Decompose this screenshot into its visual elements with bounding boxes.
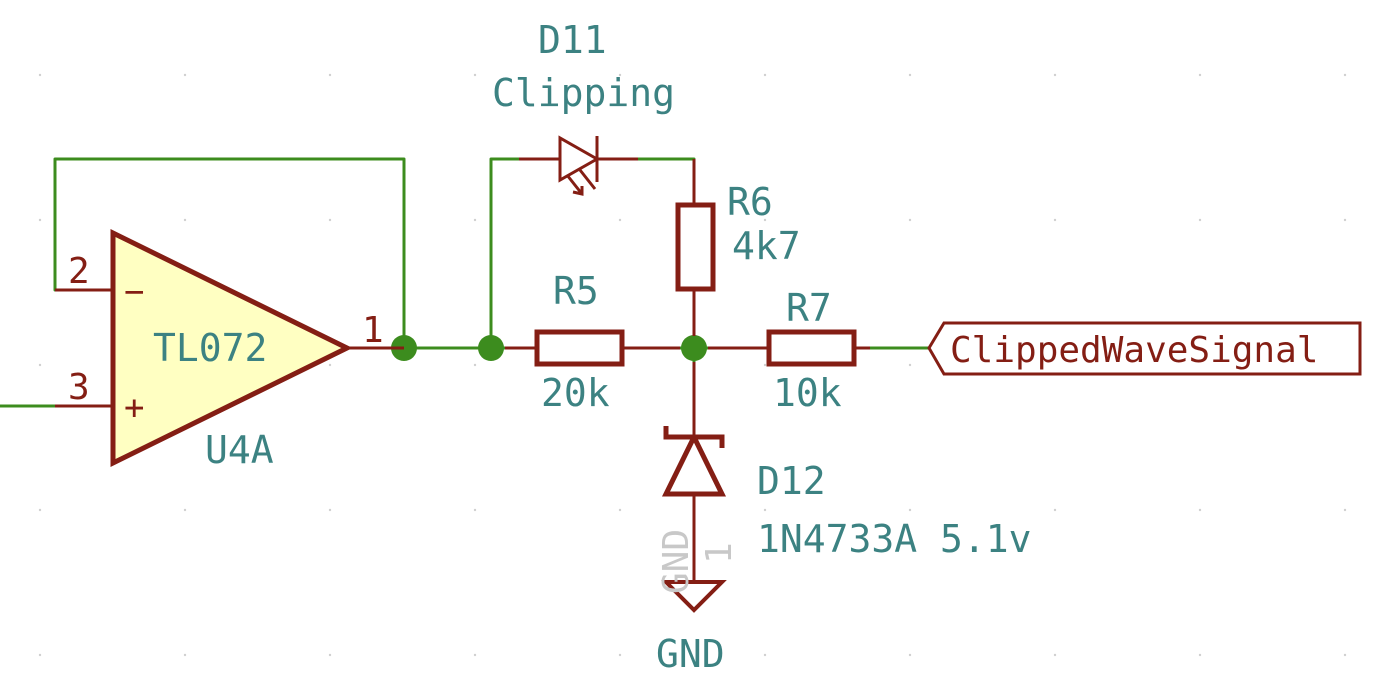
d11-light-arrows-icon xyxy=(565,169,597,196)
junction-center-node[interactable] xyxy=(681,335,707,361)
ground-ghost-name: GND xyxy=(656,529,697,594)
grid-dot xyxy=(1343,653,1347,657)
grid-dot xyxy=(908,73,912,77)
grid-dot xyxy=(763,218,767,222)
grid-dot xyxy=(908,363,912,367)
ground-ghost-pin: 1 xyxy=(699,542,740,564)
d12-value: 1N4733A 5.1v xyxy=(757,517,1032,561)
resistor-r5[interactable]: R5 20k xyxy=(505,269,680,415)
ground-label: GND xyxy=(656,632,725,676)
grid-dot xyxy=(908,508,912,512)
grid-dot xyxy=(1053,73,1057,77)
grid-dot xyxy=(618,653,622,657)
opamp-noninv-sign: + xyxy=(124,388,144,428)
grid-dot xyxy=(1198,73,1202,77)
grid-dot xyxy=(38,508,42,512)
opamp-reference: U4A xyxy=(205,428,274,472)
grid-dot xyxy=(1343,73,1347,77)
grid-dot xyxy=(1053,508,1057,512)
r7-value: 10k xyxy=(773,371,842,415)
grid-dot xyxy=(328,73,332,77)
grid-dot xyxy=(328,508,332,512)
net-label-text: ClippedWaveSignal xyxy=(950,330,1318,371)
opamp-pin-out-number: 1 xyxy=(362,310,384,351)
d11-triangle xyxy=(558,135,601,183)
r6-reference: R6 xyxy=(727,180,773,224)
grid-dot xyxy=(473,363,477,367)
grid-dot xyxy=(328,653,332,657)
opamp-pin-noninv-number: 3 xyxy=(68,367,90,408)
r6-body xyxy=(675,202,716,292)
grid-dot xyxy=(1198,508,1202,512)
grid-dot xyxy=(1198,653,1202,657)
grid-dot xyxy=(38,73,42,77)
grid-dot xyxy=(763,653,767,657)
grid-dot xyxy=(183,73,187,77)
grid-dot xyxy=(183,508,187,512)
diode-d11[interactable]: D11 Clipping xyxy=(492,18,675,196)
opamp-triangle xyxy=(110,228,353,468)
resistor-r6[interactable]: R6 4k7 xyxy=(675,159,801,336)
opamp-u4a[interactable]: 2 3 1 − + TL072 U4A xyxy=(55,228,404,472)
wire-d11-to-r6[interactable] xyxy=(636,157,696,191)
net-label-clippedwavesignal[interactable]: ClippedWaveSignal xyxy=(927,321,1362,376)
grid-dot xyxy=(763,73,767,77)
r5-reference: R5 xyxy=(553,269,599,313)
grid-dot xyxy=(763,508,767,512)
opamp-pin-inv-number: 2 xyxy=(68,251,90,292)
d12-triangle xyxy=(661,431,727,497)
grid-dot xyxy=(38,218,42,222)
r6-value: 4k7 xyxy=(732,224,801,268)
ground-symbol[interactable]: GND 1 GND xyxy=(656,529,740,676)
grid-dot xyxy=(38,363,42,367)
grid-dot xyxy=(473,508,477,512)
grid-dot xyxy=(908,218,912,222)
grid-dot xyxy=(473,218,477,222)
wire-feedback[interactable] xyxy=(53,157,406,350)
junctions xyxy=(391,335,707,361)
r5-body xyxy=(534,329,625,367)
opamp-value: TL072 xyxy=(153,326,267,370)
d11-value: Clipping xyxy=(492,71,675,115)
grid-dot xyxy=(38,653,42,657)
grid-dot xyxy=(1053,653,1057,657)
r7-body xyxy=(766,329,857,367)
grid-dot xyxy=(618,73,622,77)
grid-dot xyxy=(183,653,187,657)
ground-triangle-icon xyxy=(661,580,727,613)
diode-d12[interactable]: D12 1N4733A 5.1v xyxy=(661,362,1032,582)
junction-d11-branch[interactable] xyxy=(478,335,504,361)
grid-dot xyxy=(473,653,477,657)
grid-dot xyxy=(618,508,622,512)
grid-dot xyxy=(1198,218,1202,222)
grid-dot xyxy=(328,363,332,367)
grid-dot xyxy=(1343,508,1347,512)
d12-reference: D12 xyxy=(757,459,826,503)
grid-dot xyxy=(618,218,622,222)
grid-dot xyxy=(763,363,767,367)
grid-dot xyxy=(328,218,332,222)
r7-reference: R7 xyxy=(786,286,832,330)
resistor-r7[interactable]: R7 10k xyxy=(708,286,870,415)
grid-dot xyxy=(1343,218,1347,222)
grid-dot xyxy=(473,73,477,77)
net-label-flag xyxy=(927,321,1362,376)
opamp-inv-sign: − xyxy=(124,272,144,312)
d12-zener-bar xyxy=(663,426,725,448)
grid-dot xyxy=(183,218,187,222)
grid-dot xyxy=(908,653,912,657)
wire-to-d11[interactable] xyxy=(489,157,521,350)
d11-reference: D11 xyxy=(538,18,607,62)
grid-dot xyxy=(1053,218,1057,222)
r5-value: 20k xyxy=(541,371,610,415)
